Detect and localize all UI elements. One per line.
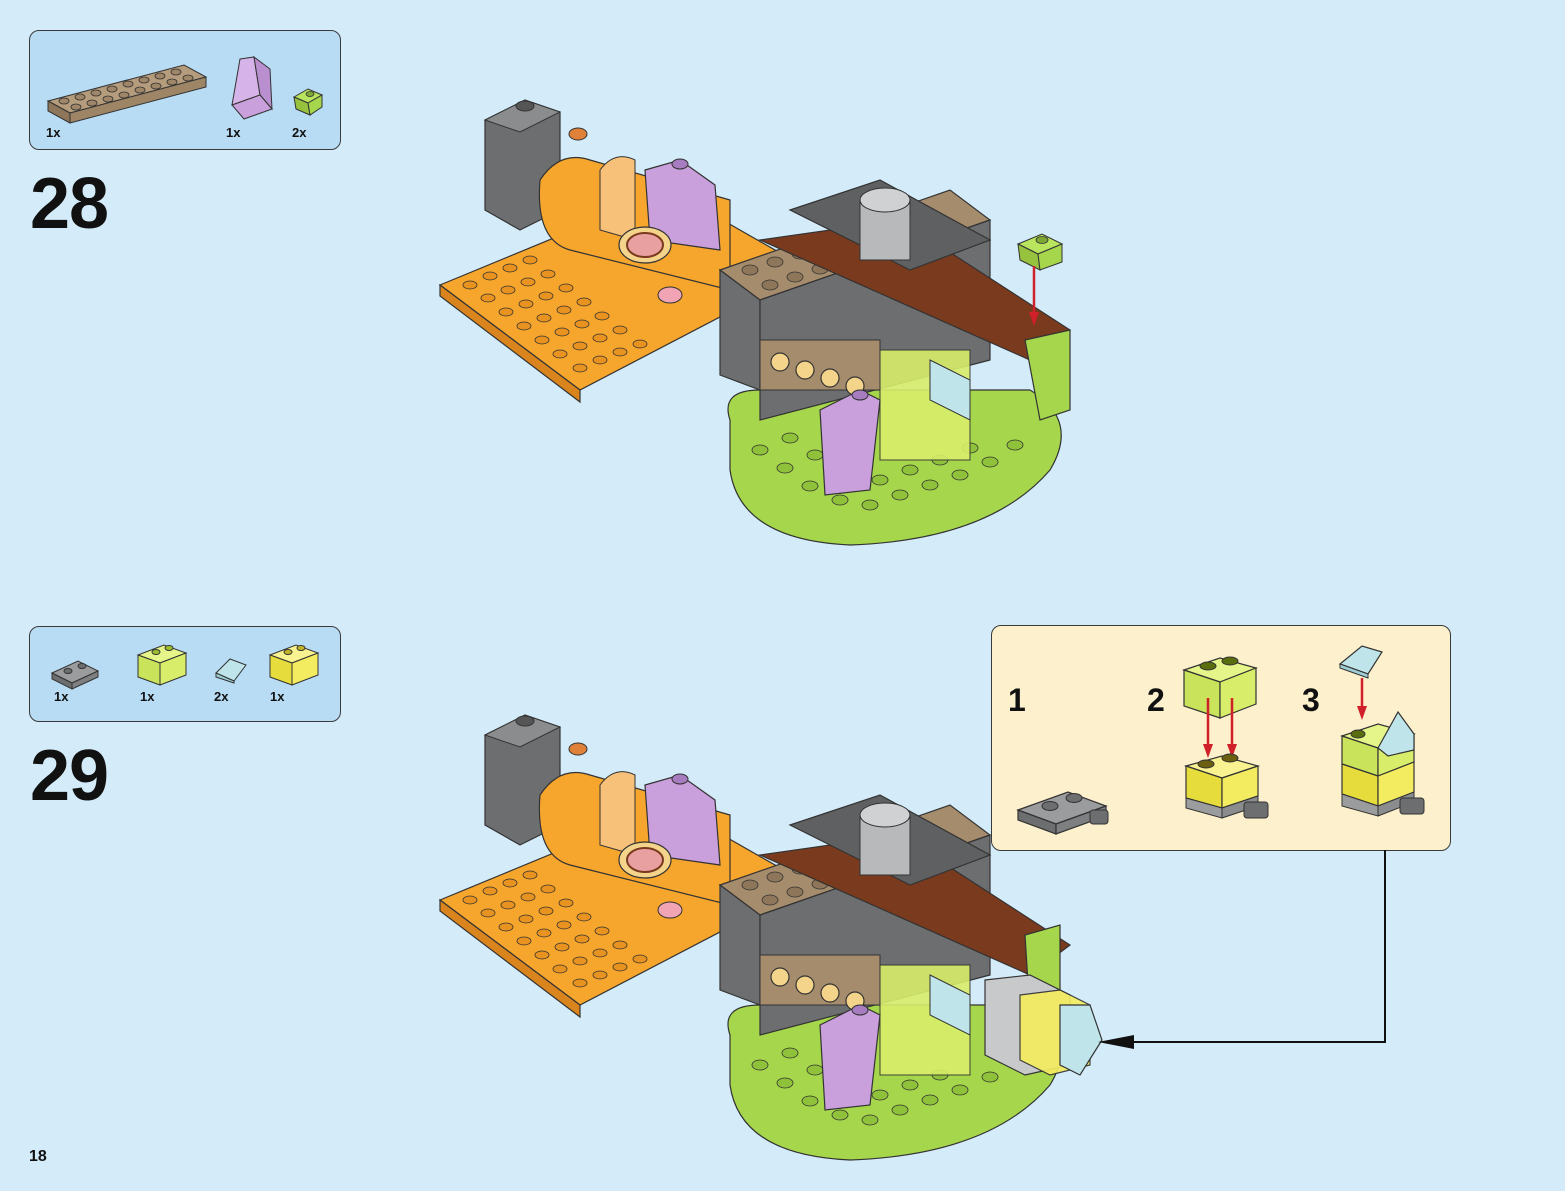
lime-clip-icon <box>1016 233 1064 271</box>
callout-connector-arrow <box>1098 850 1386 1049</box>
step-28-parts-list: 1x 1x 2x <box>29 30 341 150</box>
page-number: 18 <box>29 1148 47 1165</box>
gray-hinge-plate-icon <box>1016 791 1109 835</box>
tan-plate-2x8-icon <box>46 64 208 124</box>
trans-blue-slope-icon <box>1338 645 1383 679</box>
assembled-brick-stack-icon <box>1340 710 1425 817</box>
red-arrow-icon <box>1203 698 1237 758</box>
step-29-model-illustration <box>438 714 1103 1161</box>
part-count: 1x <box>270 689 285 704</box>
lavender-slope-icon <box>231 55 273 120</box>
part-count: 2x <box>292 125 307 140</box>
red-arrow-icon <box>1029 266 1039 326</box>
substep-number: 1 <box>1008 682 1026 718</box>
step-number: 28 <box>30 164 109 244</box>
trans-lime-brick-icon <box>1182 656 1258 719</box>
step-28-model-illustration <box>438 99 1072 546</box>
trans-lime-brick-icon <box>136 644 188 686</box>
substep-number: 2 <box>1147 682 1165 718</box>
substep-number: 3 <box>1302 682 1320 718</box>
trans-blue-slope-icon <box>215 658 247 684</box>
trans-yellow-brick-icon <box>268 644 320 686</box>
part-count: 1x <box>54 689 69 704</box>
step-number: 29 <box>30 736 109 816</box>
substep-callout: 1 2 3 <box>991 625 1451 851</box>
part-count: 1x <box>140 689 155 704</box>
part-count: 2x <box>214 689 229 704</box>
part-count: 1x <box>46 125 61 140</box>
part-count: 1x <box>226 125 241 140</box>
red-arrow-icon <box>1357 678 1367 720</box>
step-29-parts-list: 1x 1x 2x 1x <box>29 626 341 722</box>
trans-yellow-brick-icon <box>1183 753 1269 819</box>
lime-clip-icon <box>292 88 324 116</box>
gray-hinge-plate-icon <box>50 660 100 690</box>
